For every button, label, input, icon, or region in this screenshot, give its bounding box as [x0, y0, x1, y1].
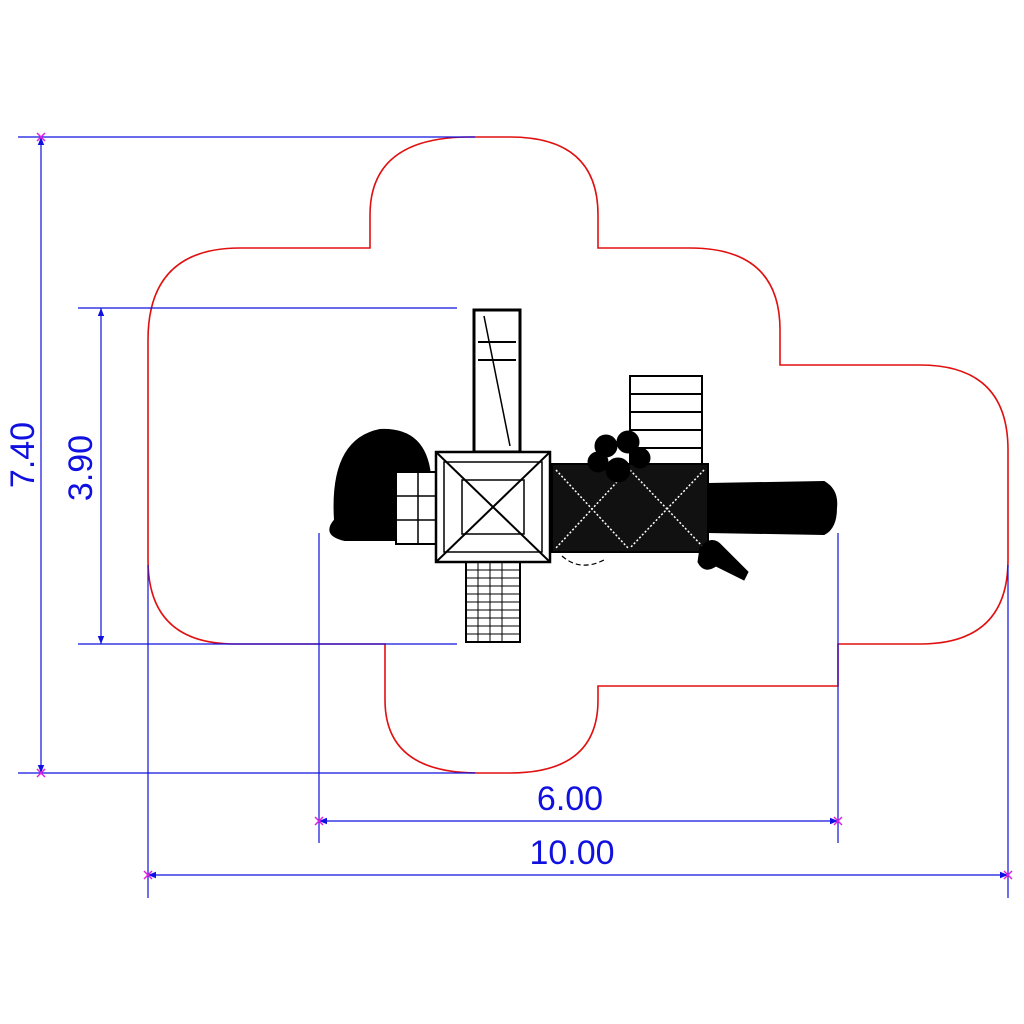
- playground-equipment: [329, 308, 838, 643]
- dimension-total-width: [147, 565, 1009, 898]
- dimension-label-equipment-depth: 3.90: [62, 435, 100, 501]
- dimension-label-total-width: 10.00: [529, 834, 614, 872]
- safety-zone-outline: [147, 136, 1009, 774]
- dimension-endpoint-markers: [36, 132, 1013, 880]
- tube-slide: [707, 480, 838, 536]
- dimension-equipment-width: [318, 533, 839, 843]
- net-bridge: [551, 463, 709, 553]
- climbing-balls: [587, 430, 651, 483]
- dimension-equipment-depth: [78, 307, 457, 645]
- spiral-slide: [329, 428, 432, 541]
- dimension-label-total-depth: 7.40: [4, 422, 42, 488]
- spring-rider: [697, 540, 749, 581]
- ladder-right: [629, 375, 703, 465]
- dimension-label-equipment-width: 6.00: [537, 780, 603, 818]
- dimension-total-depth: [18, 136, 475, 774]
